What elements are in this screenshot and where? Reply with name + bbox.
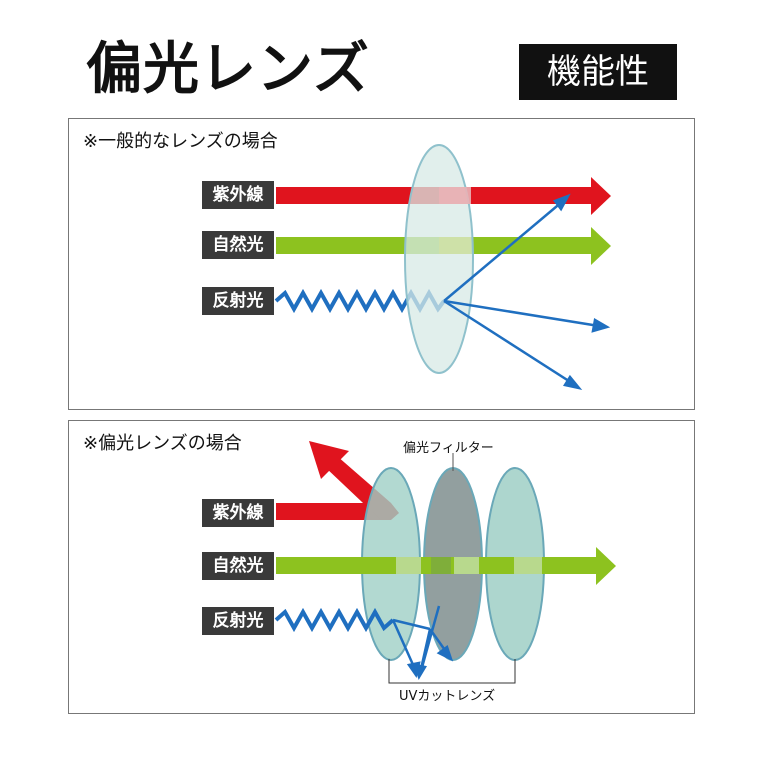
reflected-label: 反射光 bbox=[202, 287, 274, 315]
visible-ray-through-lens bbox=[439, 237, 471, 254]
uv-ray-bar bbox=[276, 503, 391, 520]
uv-label: 紫外線 bbox=[202, 499, 274, 527]
uv-cut-lens-label: UVカットレンズ bbox=[399, 689, 496, 704]
filter-label: 偏光フィルター bbox=[403, 441, 494, 456]
page-title: 偏光レンズ bbox=[86, 37, 370, 102]
uv-label: 紫外線 bbox=[202, 181, 274, 209]
visible-ray-through-lens-3 bbox=[514, 557, 542, 574]
visible-ray-arrowhead bbox=[591, 227, 611, 265]
uv-ray-through-lens bbox=[439, 187, 471, 204]
polarized-lens-diagram bbox=[274, 441, 616, 684]
reflected-label: 反射光 bbox=[202, 607, 274, 635]
reflected-ray-scatter bbox=[443, 193, 611, 390]
polarized-lens-heading: ※偏光レンズの場合 bbox=[83, 433, 242, 454]
uv-cut-bracket bbox=[388, 659, 516, 684]
polarized-lens-panel: ※偏光レンズの場合 偏光フィルター UVカットレンズ 紫外線 自然光 反射光 bbox=[68, 420, 695, 714]
ordinary-lens-heading: ※一般的なレンズの場合 bbox=[83, 131, 278, 152]
reflected-ray-zigzag bbox=[274, 607, 395, 633]
ordinary-lens-panel: ※一般的なレンズの場合 紫外線 自然光 反射光 bbox=[68, 118, 695, 410]
visible-label: 自然光 bbox=[202, 552, 274, 580]
reflected-ray-bounce bbox=[391, 605, 454, 680]
visible-ray-through-filter bbox=[431, 557, 451, 574]
visible-label: 自然光 bbox=[202, 231, 274, 259]
uv-ray-arrowhead bbox=[309, 441, 349, 479]
ordinary-lens bbox=[404, 144, 474, 374]
visible-ray-through-lens-2 bbox=[454, 557, 479, 574]
visible-ray-through-lens-1 bbox=[396, 557, 421, 574]
visible-ray-arrowhead bbox=[596, 547, 616, 585]
ordinary-lens-diagram bbox=[274, 144, 611, 390]
uv-ray-arrowhead bbox=[591, 177, 611, 215]
feature-badge: 機能性 bbox=[519, 44, 677, 100]
